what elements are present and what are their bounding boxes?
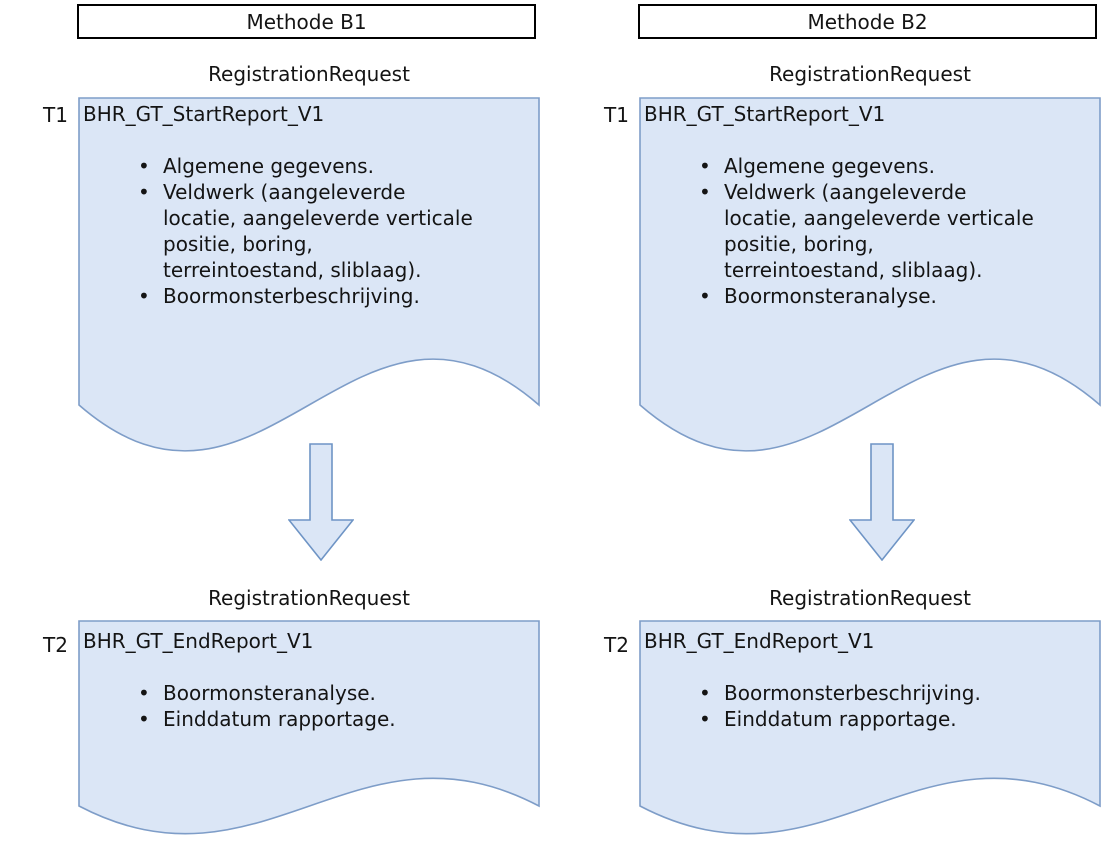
bullet-item: • Algemene gegevens. <box>138 153 535 179</box>
document-shape <box>78 97 540 452</box>
registration-request-label-t2: RegistrationRequest <box>769 586 971 610</box>
time-label-t1: T1 <box>43 103 68 127</box>
registration-request-label-t1: RegistrationRequest <box>208 62 410 86</box>
document-title: BHR_GT_EndReport_V1 <box>83 629 314 653</box>
time-label-t2: T2 <box>43 633 68 657</box>
document-box-t2: BHR_GT_EndReport_V1 • Boormonsterbeschrij… <box>639 620 1102 835</box>
bullet-list: • Algemene gegevens. • Veldwerk (aangelever… <box>639 153 1102 309</box>
bullet-dot-icon: • <box>138 154 150 178</box>
down-arrow-icon <box>849 443 915 561</box>
method-header-b2: Methode B2 <box>638 4 1097 39</box>
method-header-b1: Methode B1 <box>77 4 536 39</box>
bullet-text: Einddatum rapportage. <box>163 707 396 731</box>
bullet-dot-icon: • <box>699 180 711 204</box>
document-box-t1: BHR_GT_StartReport_V1 • Algemene gegevens… <box>639 97 1102 454</box>
bullet-list: • Boormonsterbeschrijving. • Einddatum rapp… <box>639 680 1102 732</box>
bullet-text: Boormonsteranalyse. <box>724 284 937 308</box>
bullet-dot-icon: • <box>138 681 150 705</box>
bullet-text: Einddatum rapportage. <box>724 707 957 731</box>
document-shape <box>639 620 1101 835</box>
bullet-dot-icon: • <box>699 707 711 731</box>
bullet-text: Boormonsterbeschrijving. <box>163 284 420 308</box>
document-content: BHR_GT_EndReport_V1 • Boormonsteranalyse.… <box>78 620 541 732</box>
document-title: BHR_GT_EndReport_V1 <box>644 629 875 653</box>
bullet-text: Boormonsteranalyse. <box>163 681 376 705</box>
document-title: BHR_GT_StartReport_V1 <box>644 102 886 126</box>
document-content: BHR_GT_StartReport_V1 • Algemene gegevens… <box>78 97 541 309</box>
bullet-list: • Algemene gegevens. • Veldwerk (aangelever… <box>78 153 541 309</box>
bullet-item: • Boormonsteranalyse. <box>699 283 1096 309</box>
bullet-dot-icon: • <box>138 180 150 204</box>
down-arrow-icon <box>288 443 354 561</box>
bullet-text: Algemene gegevens. <box>724 154 935 178</box>
bullet-text: Boormonsterbeschrijving. <box>724 681 981 705</box>
document-content: BHR_GT_EndReport_V1 • Boormonsterbeschrij… <box>639 620 1102 732</box>
bullet-item: • Boormonsteranalyse. <box>138 680 535 706</box>
bullet-item: • Boormonsterbeschrijving. <box>138 283 535 309</box>
document-shape <box>78 620 540 835</box>
method-column-b1: Methode B1 RegistrationRequest T1 BHR_GT… <box>43 4 541 835</box>
bullet-item: • Algemene gegevens. <box>699 153 1096 179</box>
document-title: BHR_GT_StartReport_V1 <box>83 102 325 126</box>
bullet-item: • Boormonsterbeschrijving. <box>699 680 1096 706</box>
document-box-t2: BHR_GT_EndReport_V1 • Boormonsteranalyse.… <box>78 620 541 835</box>
bullet-item: • Einddatum rapportage. <box>138 706 535 732</box>
bullet-dot-icon: • <box>138 707 150 731</box>
registration-request-label-t2: RegistrationRequest <box>208 586 410 610</box>
registration-request-label-t1: RegistrationRequest <box>769 62 971 86</box>
document-box-t1: BHR_GT_StartReport_V1 • Algemene gegevens… <box>78 97 541 454</box>
time-label-t1: T1 <box>604 103 629 127</box>
method-header-label: Methode B2 <box>807 9 928 34</box>
document-content: BHR_GT_StartReport_V1 • Algemene gegevens… <box>639 97 1102 309</box>
method-header-label: Methode B1 <box>246 9 367 34</box>
bullet-dot-icon: • <box>699 154 711 178</box>
method-column-b2: Methode B2 RegistrationRequest T1 BHR_GT… <box>561 0 1102 842</box>
bullet-dot-icon: • <box>138 284 150 308</box>
bullet-dot-icon: • <box>699 681 711 705</box>
time-label-t2: T2 <box>604 633 629 657</box>
bullet-text: Algemene gegevens. <box>163 154 374 178</box>
bullet-item: • Einddatum rapportage. <box>699 706 1096 732</box>
bullet-dot-icon: • <box>699 284 711 308</box>
bullet-list: • Boormonsteranalyse. • Einddatum rapportag… <box>78 680 541 732</box>
document-shape <box>639 97 1101 452</box>
